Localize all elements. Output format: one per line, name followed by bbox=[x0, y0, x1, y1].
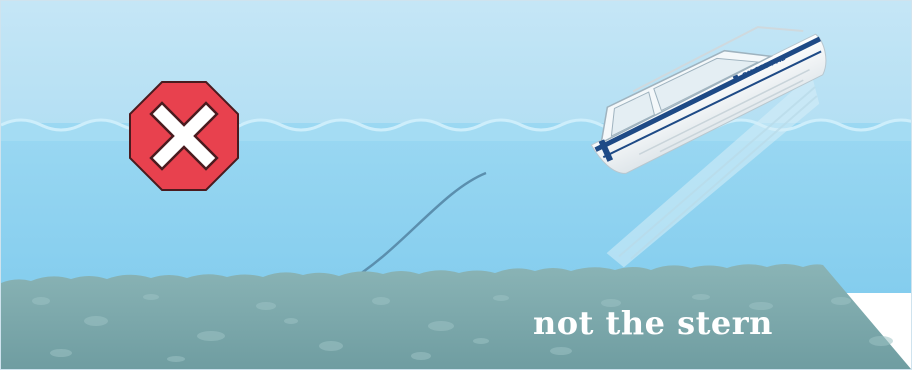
red-octagon-x-icon bbox=[130, 82, 238, 190]
seabed bbox=[1, 264, 911, 369]
caption: not the stern bbox=[533, 304, 773, 342]
